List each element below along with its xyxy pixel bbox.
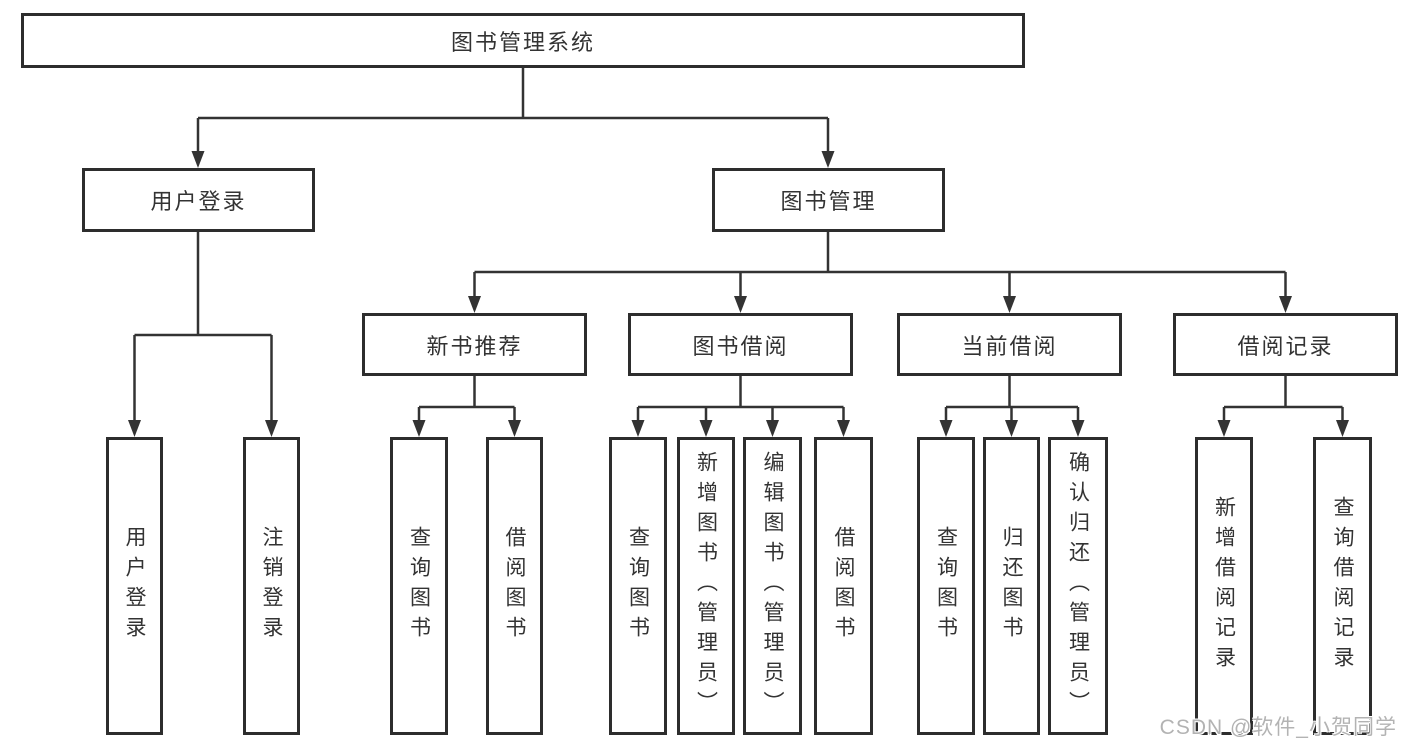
node-label: 图书管理 bbox=[780, 189, 877, 214]
node-label: 借阅图书 bbox=[832, 526, 855, 646]
node-label: 借阅图书 bbox=[503, 526, 526, 646]
csdn-watermark: CSDN @软件_小贺同学 bbox=[1159, 716, 1397, 739]
node-label: 查询借阅记录 bbox=[1331, 496, 1354, 676]
node-label: 查询图书 bbox=[626, 526, 650, 646]
leaf-add-borrow-record: 新增借阅记录 bbox=[1195, 437, 1253, 735]
arrowheads bbox=[128, 151, 1349, 437]
leaf-query-borrow-record: 查询借阅记录 bbox=[1313, 437, 1372, 735]
node-borrow-record: 借阅记录 bbox=[1173, 313, 1398, 376]
node-label: 图书管理系统 bbox=[450, 29, 595, 55]
leaf-query-books-recommend: 查询图书 bbox=[390, 437, 448, 735]
leaf-logout: 注销登录 bbox=[243, 437, 300, 735]
node-label: 归还图书 bbox=[1000, 526, 1023, 646]
leaf-borrow-books: 借阅图书 bbox=[814, 437, 873, 735]
node-book-borrow: 图书借阅 bbox=[628, 313, 853, 376]
leaf-query-books-borrow: 查询图书 bbox=[609, 437, 667, 735]
node-user-login: 用户登录 bbox=[82, 168, 315, 232]
node-label: 新增图书（管理员） bbox=[694, 451, 718, 721]
node-label: 新增借阅记录 bbox=[1212, 496, 1236, 676]
leaf-user-login: 用户登录 bbox=[106, 437, 163, 735]
node-label: 确认归还（管理员） bbox=[1066, 451, 1090, 721]
node-book-management: 图书管理 bbox=[712, 168, 945, 232]
node-label: 借阅记录 bbox=[1237, 333, 1334, 359]
node-label: 新书推荐 bbox=[426, 333, 523, 359]
node-label: 查询图书 bbox=[407, 526, 431, 646]
node-label: 图书借阅 bbox=[692, 333, 789, 359]
leaf-confirm-return-admin: 确认归还（管理员） bbox=[1048, 437, 1108, 735]
node-root-library-system: 图书管理系统 bbox=[21, 13, 1025, 68]
node-current-borrow: 当前借阅 bbox=[897, 313, 1122, 376]
node-label: 编辑图书（管理员） bbox=[761, 451, 784, 721]
leaf-query-books-current: 查询图书 bbox=[917, 437, 975, 735]
node-label: 查询图书 bbox=[934, 526, 958, 646]
node-label: 当前借阅 bbox=[961, 333, 1058, 359]
leaf-add-books-admin: 新增图书（管理员） bbox=[677, 437, 735, 735]
node-label: 用户登录 bbox=[150, 189, 247, 214]
node-label: 注销登录 bbox=[260, 526, 283, 646]
leaf-borrow-books-recommend: 借阅图书 bbox=[486, 437, 543, 735]
node-new-book-recommend: 新书推荐 bbox=[362, 313, 587, 376]
leaf-return-books: 归还图书 bbox=[983, 437, 1040, 735]
node-label: 用户登录 bbox=[123, 526, 146, 646]
leaf-edit-books-admin: 编辑图书（管理员） bbox=[743, 437, 802, 735]
